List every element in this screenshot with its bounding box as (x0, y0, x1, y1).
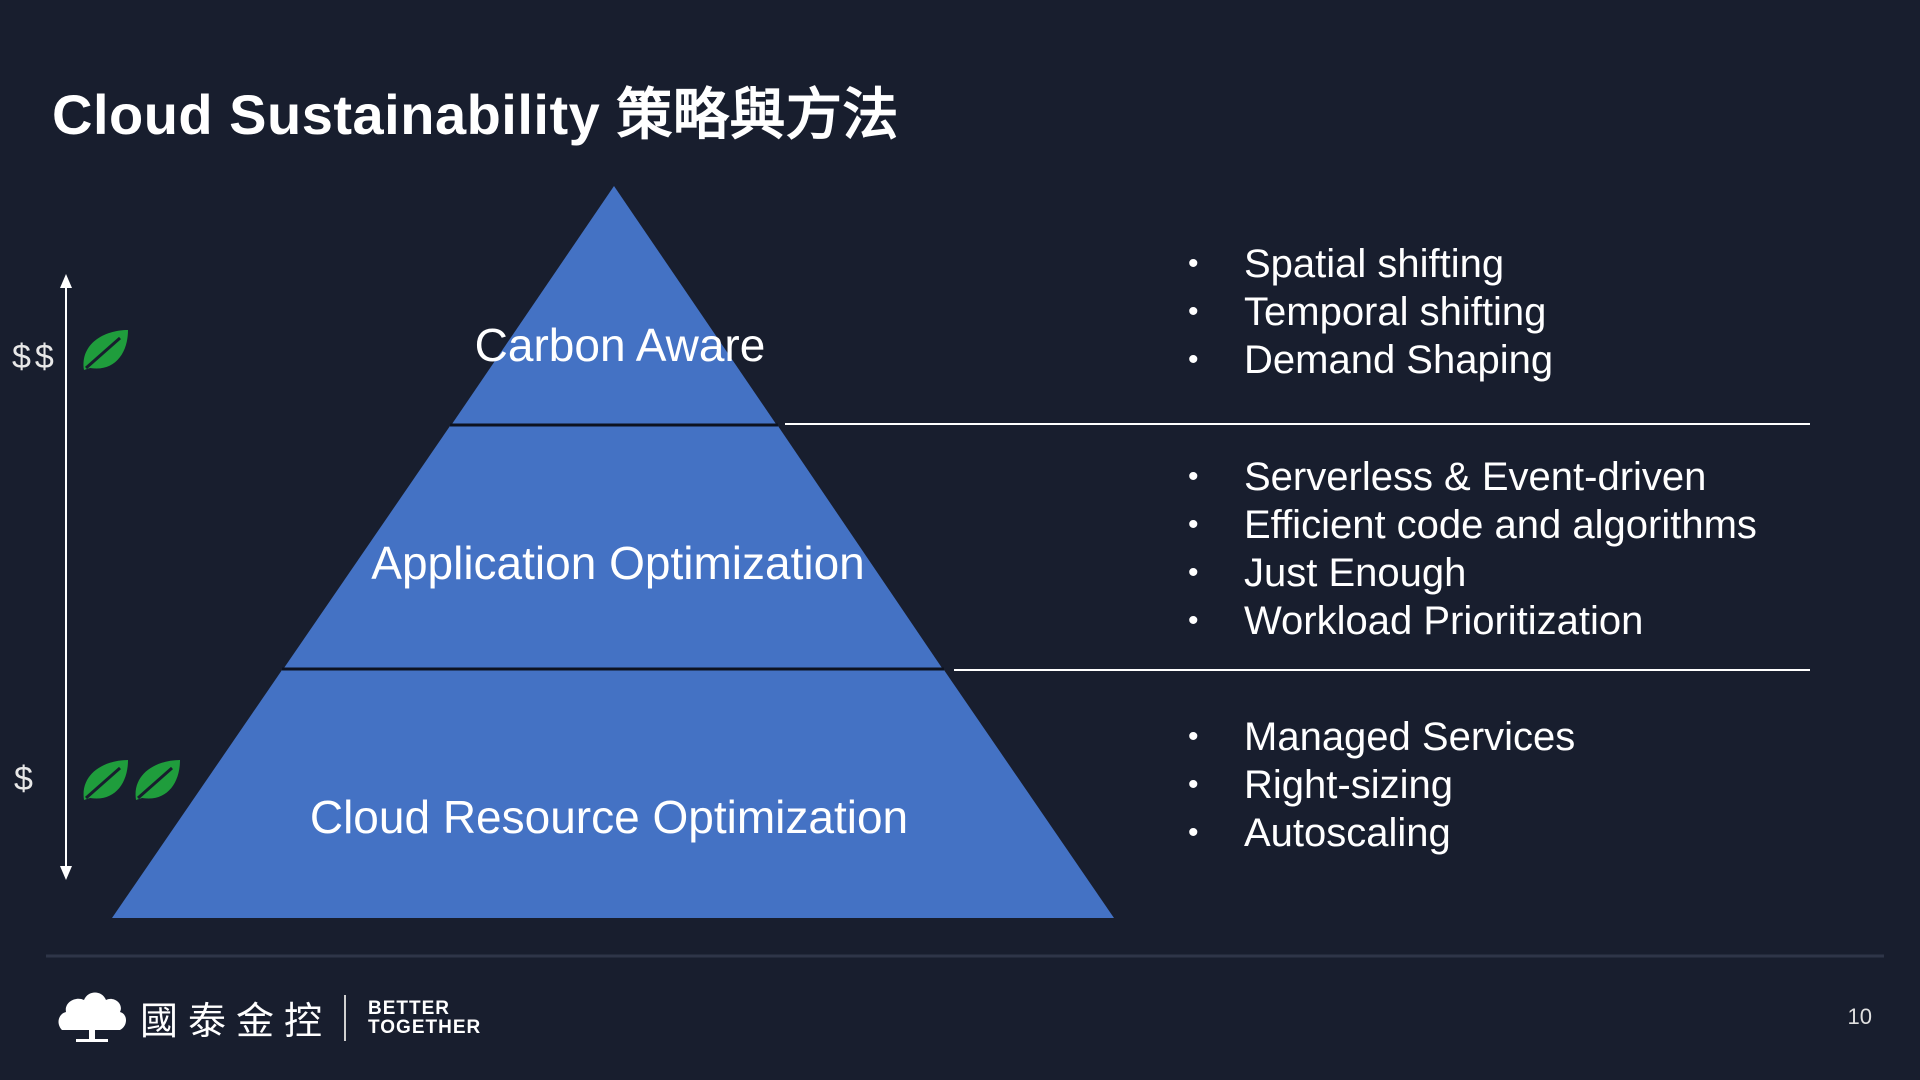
tier-label-carbon-aware: Carbon Aware (474, 319, 766, 371)
leaf-icon (83, 760, 128, 800)
list-item: Serverless & Event-driven (1188, 453, 1757, 501)
slogan-line-2: TOGETHER (368, 1016, 482, 1038)
cost-high-label: $$ (12, 338, 58, 376)
slide-title: Cloud Sustainability 策略與方法 (52, 83, 899, 146)
cost-low-label: $ (14, 760, 37, 798)
tier-label-cloud-resource-optimization: Cloud Resource Optimization (309, 791, 909, 843)
cathay-tree-logo-icon (58, 992, 126, 1042)
list-item: Demand Shaping (1188, 336, 1553, 384)
list-item: Right-sizing (1188, 761, 1575, 809)
pyramid-tier-cloud-resource-optimization (112, 670, 1114, 918)
cost-axis-arrowhead-down (60, 866, 72, 880)
brand-separator (344, 994, 347, 1041)
leaf-icon (83, 330, 128, 370)
list-item: Workload Prioritization (1188, 597, 1757, 645)
slogan-line-1: BETTER (368, 997, 451, 1019)
bullet-list-cloud-resource-optimization: Managed Services Right-sizing Autoscalin… (1188, 713, 1575, 857)
cost-axis-arrowhead-up (60, 274, 72, 288)
list-item: Just Enough (1188, 549, 1757, 597)
tier-label-application-optimization: Application Optimization (371, 537, 865, 589)
pyramid-tier-carbon-aware (452, 186, 776, 424)
page-number: 10 (1847, 1004, 1872, 1029)
bullet-list-carbon-aware: Spatial shifting Temporal shifting Deman… (1188, 240, 1553, 384)
list-item: Managed Services (1188, 713, 1575, 761)
list-item: Efficient code and algorithms (1188, 501, 1757, 549)
brand-slogan: BETTER TOGETHER (368, 999, 481, 1037)
brand-name: 國泰金控 (140, 999, 333, 1043)
pyramid-tier-application-optimization (284, 426, 942, 668)
leaf-icon (135, 760, 180, 800)
bullet-list-application-optimization: Serverless & Event-driven Efficient code… (1188, 453, 1757, 645)
list-item: Autoscaling (1188, 809, 1575, 857)
list-item: Temporal shifting (1188, 288, 1553, 336)
list-item: Spatial shifting (1188, 240, 1553, 288)
footer-brand: 國泰金控 BETTER TOGETHER (60, 990, 481, 1045)
